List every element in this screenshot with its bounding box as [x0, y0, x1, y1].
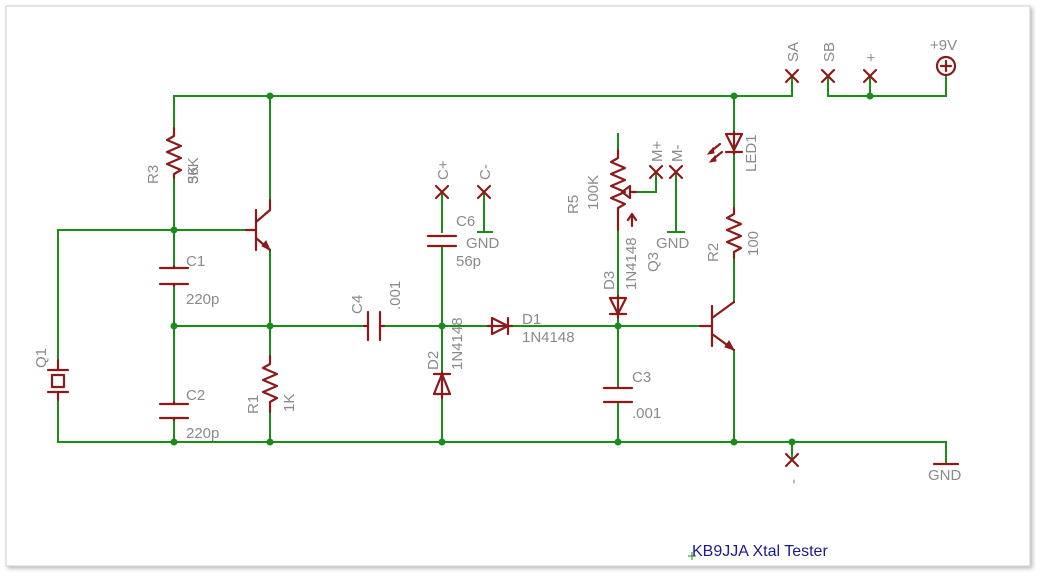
q3-name-label: Q3 — [645, 252, 662, 272]
c2-capacitor-symbol[interactable] — [158, 400, 190, 422]
sheet-frame — [5, 5, 1031, 567]
pin-plus-icon[interactable] — [862, 68, 878, 84]
c4-name-label: C4 — [349, 295, 366, 314]
d3-diode-symbol[interactable] — [608, 294, 628, 320]
c-plus-label: C+ — [435, 160, 452, 180]
pin-c-minus-icon[interactable] — [476, 184, 492, 200]
pin-c-plus-icon[interactable] — [434, 184, 450, 200]
c-minus-label: C- — [477, 164, 494, 180]
r5-potentiometer-symbol[interactable] — [609, 148, 638, 232]
c1-capacitor-symbol[interactable] — [158, 264, 190, 288]
r5-value-label: 100K — [585, 175, 602, 210]
schematic-title: KB9JJA Xtal Tester — [692, 543, 828, 560]
c3-capacitor-symbol[interactable] — [602, 386, 634, 404]
d1-value-label: 1N4148 — [522, 329, 575, 346]
pin-sa-icon[interactable] — [784, 68, 800, 84]
r3-name-label: R3 — [145, 165, 162, 184]
d1-name-label: D1 — [522, 311, 541, 328]
c6-name-label: C6 — [456, 213, 475, 230]
m-plus-label: M+ — [649, 141, 666, 162]
sb-label: SB — [821, 42, 838, 62]
d2-value-label: 1N4148 — [449, 317, 466, 370]
pin-sb-icon[interactable] — [820, 68, 836, 84]
r2-name-label: R2 — [705, 243, 722, 262]
q1-crystal-symbol[interactable] — [46, 358, 70, 402]
r5-name-label: R5 — [565, 195, 582, 214]
r3-value-label: 36K — [185, 157, 202, 184]
c4-value-label: .001 — [387, 281, 404, 310]
r1-value-label: 1K — [281, 394, 298, 412]
m-minus-label: M- — [669, 145, 686, 163]
c6-gnd-label: GND — [466, 235, 500, 252]
minus-label: - — [785, 479, 802, 484]
r2-value-label: 100 — [745, 231, 762, 256]
c6-capacitor-symbol[interactable] — [426, 234, 458, 248]
r1-resistor-symbol[interactable] — [261, 354, 279, 414]
vcc-supply-icon — [935, 55, 957, 77]
d3-name-label: D3 — [601, 271, 618, 290]
r2-resistor-symbol[interactable] — [725, 206, 743, 260]
junctions — [170, 92, 874, 446]
c2-value-label: 220p — [186, 425, 219, 442]
led1-symbol[interactable] — [706, 130, 744, 163]
title-origin-marker-icon — [688, 552, 696, 560]
c1-value-label: 220p — [186, 291, 219, 308]
pin-m-minus-icon[interactable] — [668, 164, 684, 180]
r3-overlap-label: 5K — [185, 166, 202, 184]
m-gnd-label: GND — [656, 235, 690, 252]
plus-label: + — [863, 53, 880, 62]
r3-resistor-symbol[interactable] — [165, 126, 183, 180]
upper-transistor-symbol[interactable] — [244, 198, 272, 252]
led1-name-label: LED1 — [743, 134, 760, 172]
c3-value-label: .001 — [632, 405, 661, 422]
c3-name-label: C3 — [632, 369, 651, 386]
d3-value-label: 1N4148 — [623, 237, 640, 290]
vcc-label: +9V — [930, 37, 957, 54]
sa-label: SA — [785, 42, 802, 62]
d1-diode-symbol[interactable] — [486, 316, 514, 336]
pin-minus-icon[interactable] — [784, 452, 800, 468]
q1-name-label: Q1 — [33, 348, 50, 368]
d2-name-label: D2 — [425, 351, 442, 370]
c2-name-label: C2 — [186, 387, 205, 404]
c6-value-label: 56p — [456, 253, 481, 270]
c4-capacitor-symbol[interactable] — [362, 310, 386, 342]
d2-diode-symbol[interactable] — [432, 370, 452, 400]
lower-transistor-symbol[interactable] — [698, 300, 736, 352]
pin-m-plus-icon[interactable] — [648, 164, 664, 180]
r1-name-label: R1 — [245, 395, 262, 414]
c1-name-label: C1 — [186, 253, 205, 270]
gnd-label: GND — [928, 467, 962, 484]
